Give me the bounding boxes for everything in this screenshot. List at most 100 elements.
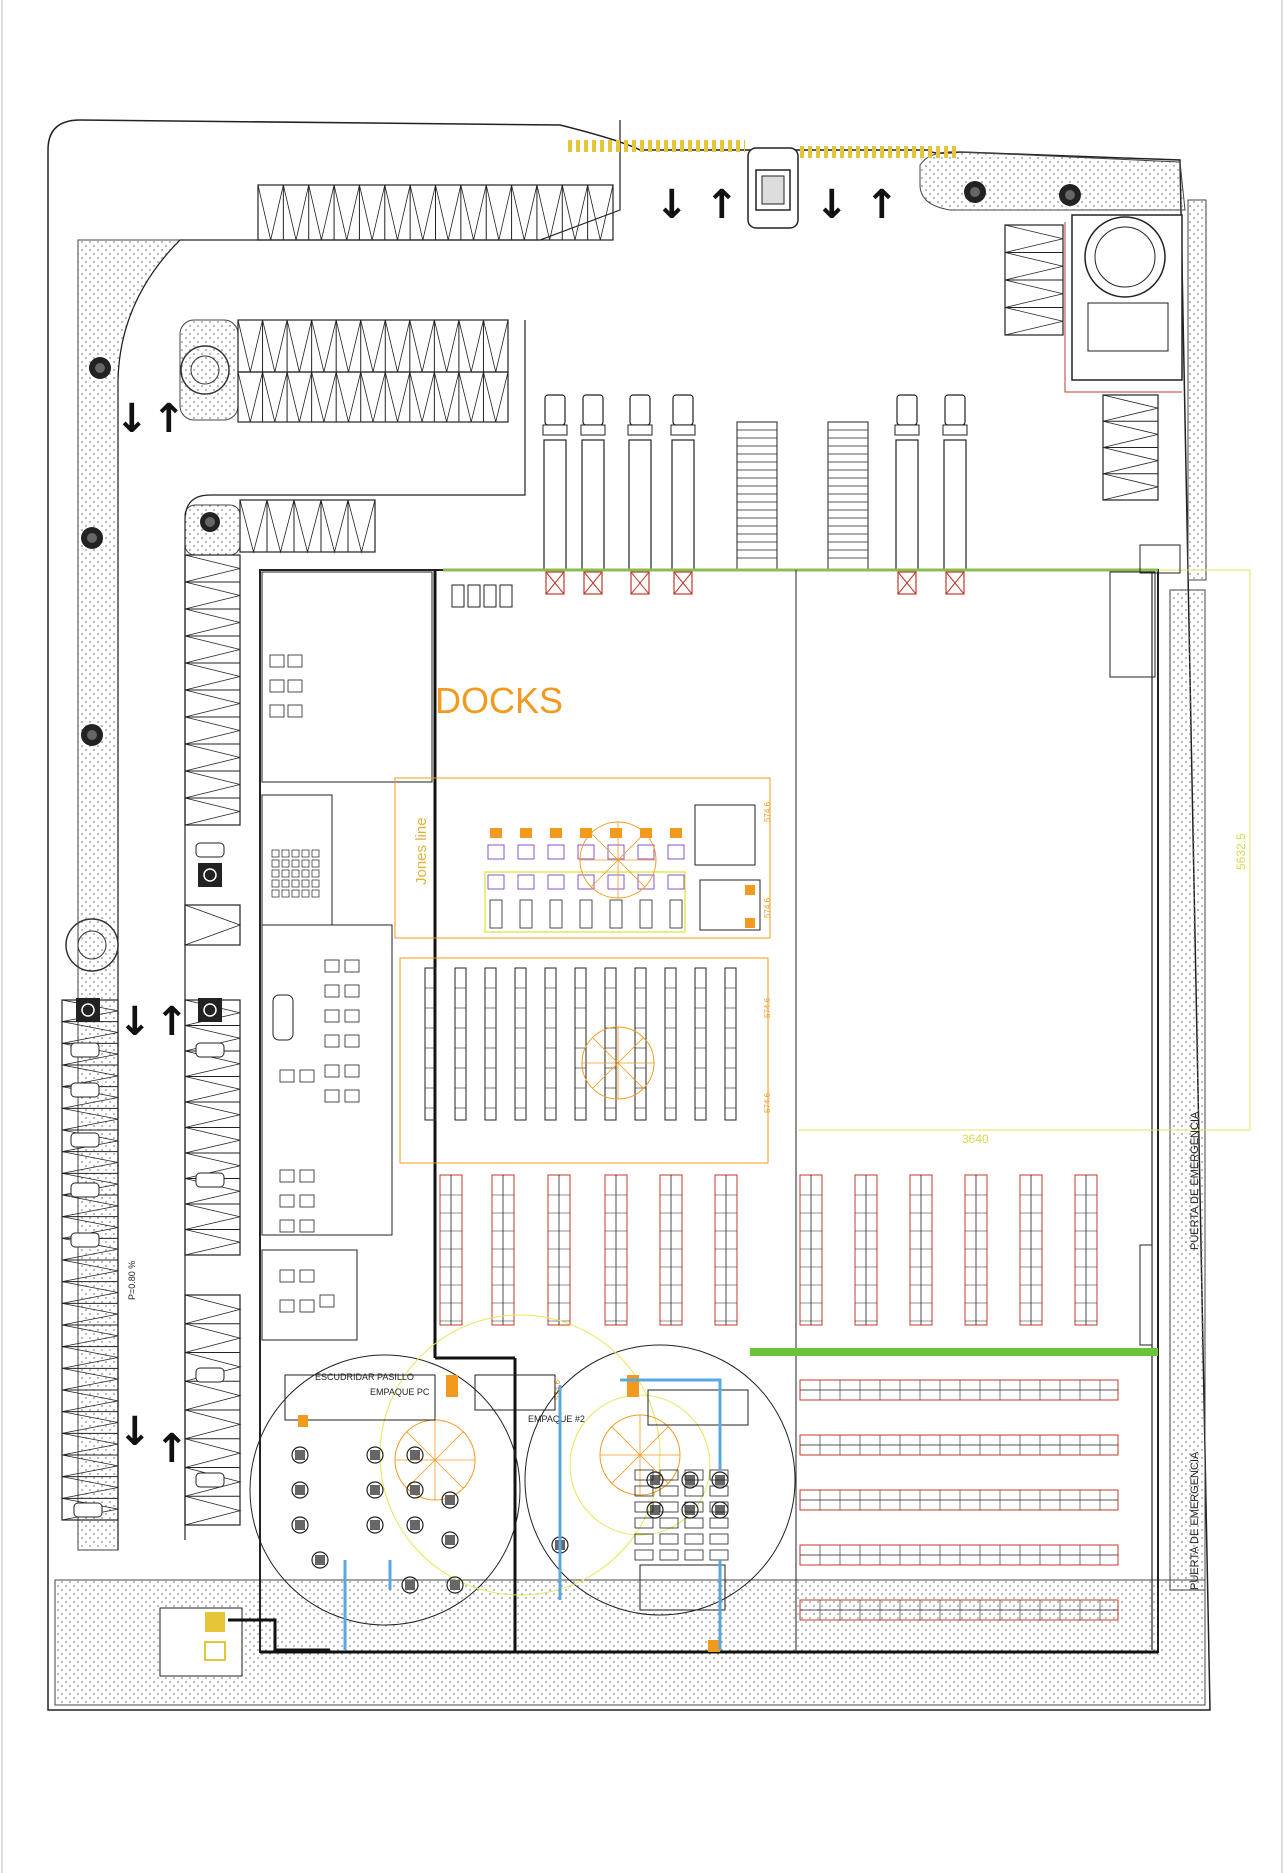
seat xyxy=(311,859,320,868)
accessible-symbol xyxy=(81,1003,95,1017)
jones-line-zone xyxy=(394,777,771,939)
coverage-circle xyxy=(249,1354,521,1626)
machine xyxy=(441,1491,459,1509)
storage-rack xyxy=(724,967,737,1121)
workstation xyxy=(659,1485,679,1497)
desk xyxy=(269,704,285,718)
parking-stall-mark xyxy=(61,1107,119,1131)
parking-stall-mark xyxy=(458,371,484,423)
car-icon xyxy=(70,1232,100,1248)
storage-rack xyxy=(574,967,587,1121)
parking-stall-mark xyxy=(184,1076,241,1103)
parking-stall-mark xyxy=(587,184,614,241)
parking-stall-mark xyxy=(184,770,241,799)
coverage-circle xyxy=(524,1344,796,1616)
desk xyxy=(269,679,285,693)
parking-stall-mark xyxy=(184,635,241,664)
storage-rack xyxy=(664,967,677,1121)
seat xyxy=(301,889,310,898)
parking-stall-mark xyxy=(237,319,263,373)
workstation xyxy=(517,874,535,890)
parking-stall-mark xyxy=(1102,447,1159,475)
machine xyxy=(366,1446,384,1464)
workstation xyxy=(634,1549,654,1561)
car-icon xyxy=(70,1082,100,1098)
machine xyxy=(291,1481,309,1499)
parking-stall-mark xyxy=(293,499,322,554)
desk xyxy=(344,1034,360,1048)
parking-stall-mark xyxy=(483,319,509,373)
truck-icon xyxy=(544,394,566,426)
desk xyxy=(324,1064,340,1078)
seat xyxy=(311,869,320,878)
workstation xyxy=(684,1501,704,1513)
truck-cab xyxy=(542,424,568,436)
parking-stall-mark xyxy=(237,371,263,423)
parking-stall-mark xyxy=(61,1259,119,1283)
arrow-up-icon: ↑ xyxy=(705,182,739,228)
station-marker xyxy=(490,828,502,838)
parking-stall-mark xyxy=(184,554,241,583)
tree-icon xyxy=(200,512,220,532)
dimension-width: 3640 xyxy=(962,1132,989,1146)
seat xyxy=(291,879,300,888)
machine-core xyxy=(410,1450,420,1460)
desk xyxy=(279,1069,295,1083)
parking-stall-mark xyxy=(184,608,241,637)
office-corner xyxy=(1109,571,1156,678)
desk xyxy=(299,1069,315,1083)
ramp-a xyxy=(736,421,778,571)
workstation xyxy=(709,1485,729,1497)
machine-core xyxy=(405,1580,415,1590)
charger xyxy=(499,584,513,608)
workstation xyxy=(487,874,505,890)
dock-door xyxy=(673,571,693,595)
parking-row-frame xyxy=(237,319,509,373)
seat xyxy=(311,879,320,888)
truck-cab xyxy=(627,424,653,436)
arrow-up-icon: ↑ xyxy=(155,999,189,1045)
parking-stall-mark xyxy=(360,319,386,373)
parking-stall-mark xyxy=(1102,420,1159,448)
parking-right-a xyxy=(1004,224,1064,336)
workstation xyxy=(684,1517,704,1529)
car-icon xyxy=(70,1182,100,1198)
tank xyxy=(1084,216,1166,298)
seat xyxy=(291,889,300,898)
reach-spoke xyxy=(617,1037,644,1064)
cart xyxy=(549,899,563,929)
car-icon xyxy=(195,1042,225,1058)
truck-icon xyxy=(896,394,918,426)
seat xyxy=(281,879,290,888)
machine-core xyxy=(370,1485,380,1495)
parking-stall-mark xyxy=(61,1281,119,1304)
machine-core xyxy=(315,1555,325,1565)
parking-stall-mark xyxy=(61,1021,119,1044)
arrow-up-icon: ↑ xyxy=(865,182,899,228)
parking-stall-mark xyxy=(347,499,376,554)
parking-row-small xyxy=(239,499,376,554)
parking-stall-mark xyxy=(433,371,460,423)
workstation xyxy=(547,874,565,890)
seat xyxy=(311,889,320,898)
parking-column-inner xyxy=(184,554,242,1526)
machine-core xyxy=(445,1535,455,1545)
storage-rack xyxy=(634,967,647,1121)
landscape-bottom xyxy=(54,1579,1206,1706)
car-icon xyxy=(70,1132,100,1148)
parking-stall-mark xyxy=(184,1380,242,1411)
parking-stall-mark xyxy=(61,1194,119,1218)
parking-stall-mark xyxy=(61,1411,119,1434)
reach-spoke xyxy=(617,1062,644,1089)
parking-stall-mark xyxy=(333,184,360,241)
area-label-b: EMPAQUE #2 xyxy=(528,1414,585,1424)
car-icon xyxy=(195,1367,225,1383)
desk xyxy=(269,654,285,668)
parking-stall-mark xyxy=(61,1454,119,1478)
desk xyxy=(324,1034,340,1048)
parking-stall-mark xyxy=(286,371,313,423)
seat xyxy=(271,849,280,858)
dimension-mark: 574.6 xyxy=(553,1379,562,1400)
tree-icon xyxy=(81,527,103,549)
desk xyxy=(324,1089,340,1103)
